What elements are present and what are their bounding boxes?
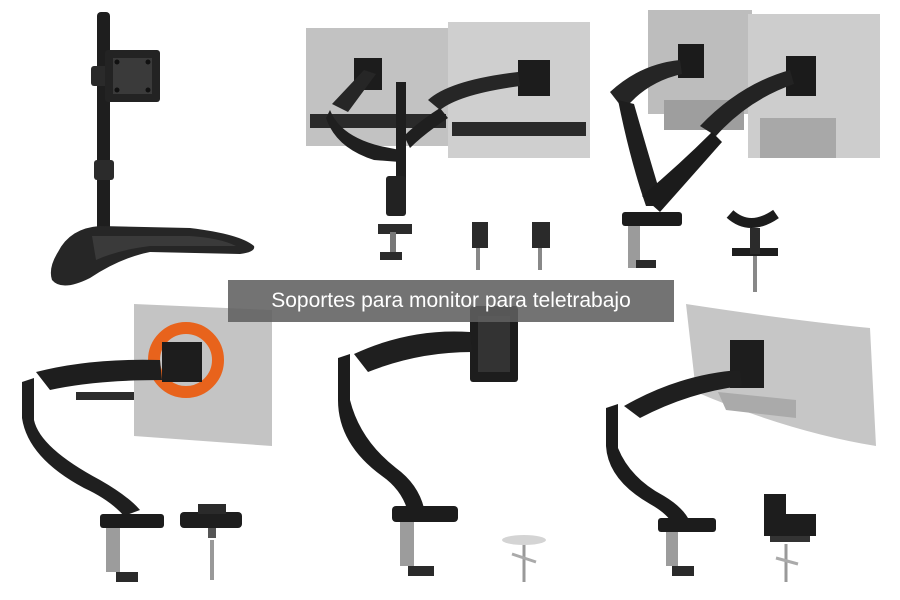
caption-bar: Soportes para monitor para teletrabajo <box>228 280 674 322</box>
product-image-single-arm-curved <box>600 300 900 600</box>
caption-text: Soportes para monitor para teletrabajo <box>271 289 631 312</box>
product-image-single-arm-vesa <box>300 300 600 600</box>
product-image-single-arm-orange-ring <box>0 300 300 600</box>
product-image-dual-arm-pole <box>300 0 600 300</box>
product-image-dual-arm-clamp <box>600 0 900 300</box>
product-image-single-stand <box>0 0 300 300</box>
